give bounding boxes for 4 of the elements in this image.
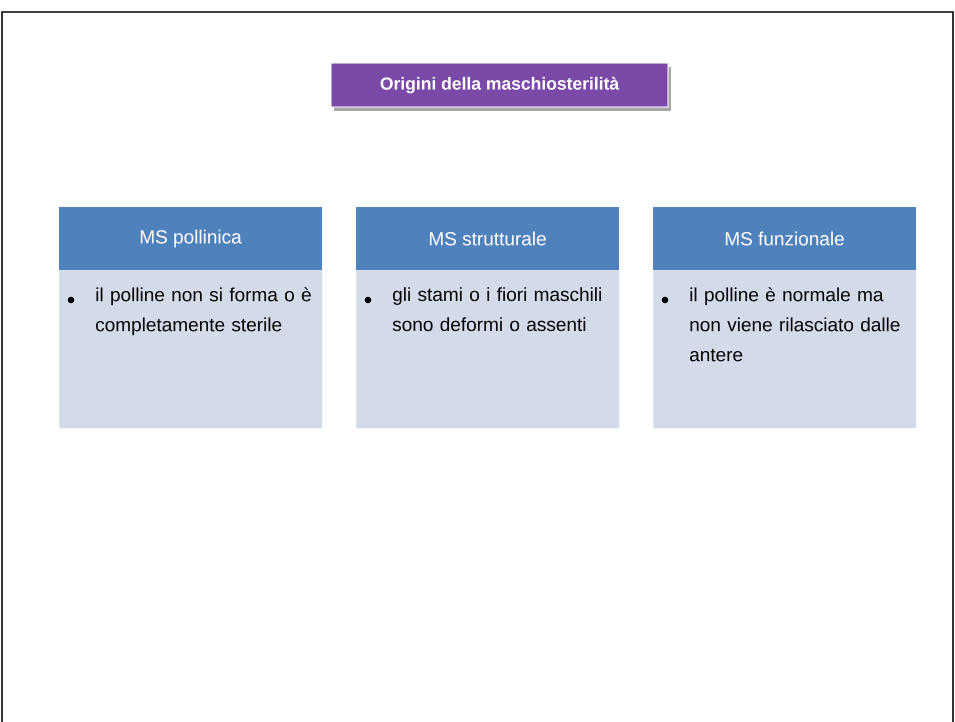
- card: MS strutturale gli stami o i fiori maschili sono deformi o assenti: [356, 207, 620, 428]
- card: MS funzionale il polline è normale ma non viene rilasciato dalle antere: [653, 207, 916, 428]
- card: MS pollinica il polline non si forma o è completamente sterile: [59, 207, 322, 428]
- title-box: Origini della maschiosterilità: [330, 62, 671, 111]
